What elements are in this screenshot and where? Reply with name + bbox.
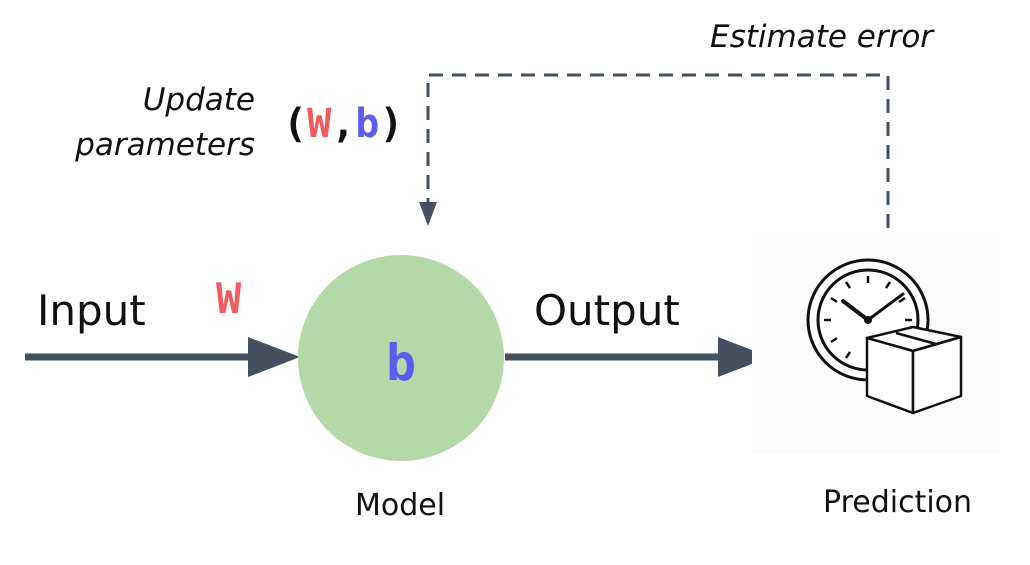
output-arrowhead (718, 337, 770, 377)
input-arrowhead (248, 337, 300, 377)
output-label: Output (534, 286, 680, 335)
prediction-label: Prediction (823, 485, 972, 520)
update-parameters-line1: Update (143, 82, 255, 118)
feedback-dashed-arrow (426, 73, 890, 228)
model-node (298, 255, 504, 461)
model-label: Model (355, 488, 445, 523)
update-parameters-line2: parameters (74, 127, 255, 163)
clock-with-box-icon (752, 232, 1000, 454)
input-label: Input (37, 286, 146, 335)
estimate-error-label: Estimate error (710, 19, 935, 55)
parameters-tuple: (W,b) (283, 101, 403, 147)
bias-label: b (386, 334, 416, 392)
weight-label: W (216, 274, 242, 323)
feedback-arrowhead (419, 202, 437, 226)
